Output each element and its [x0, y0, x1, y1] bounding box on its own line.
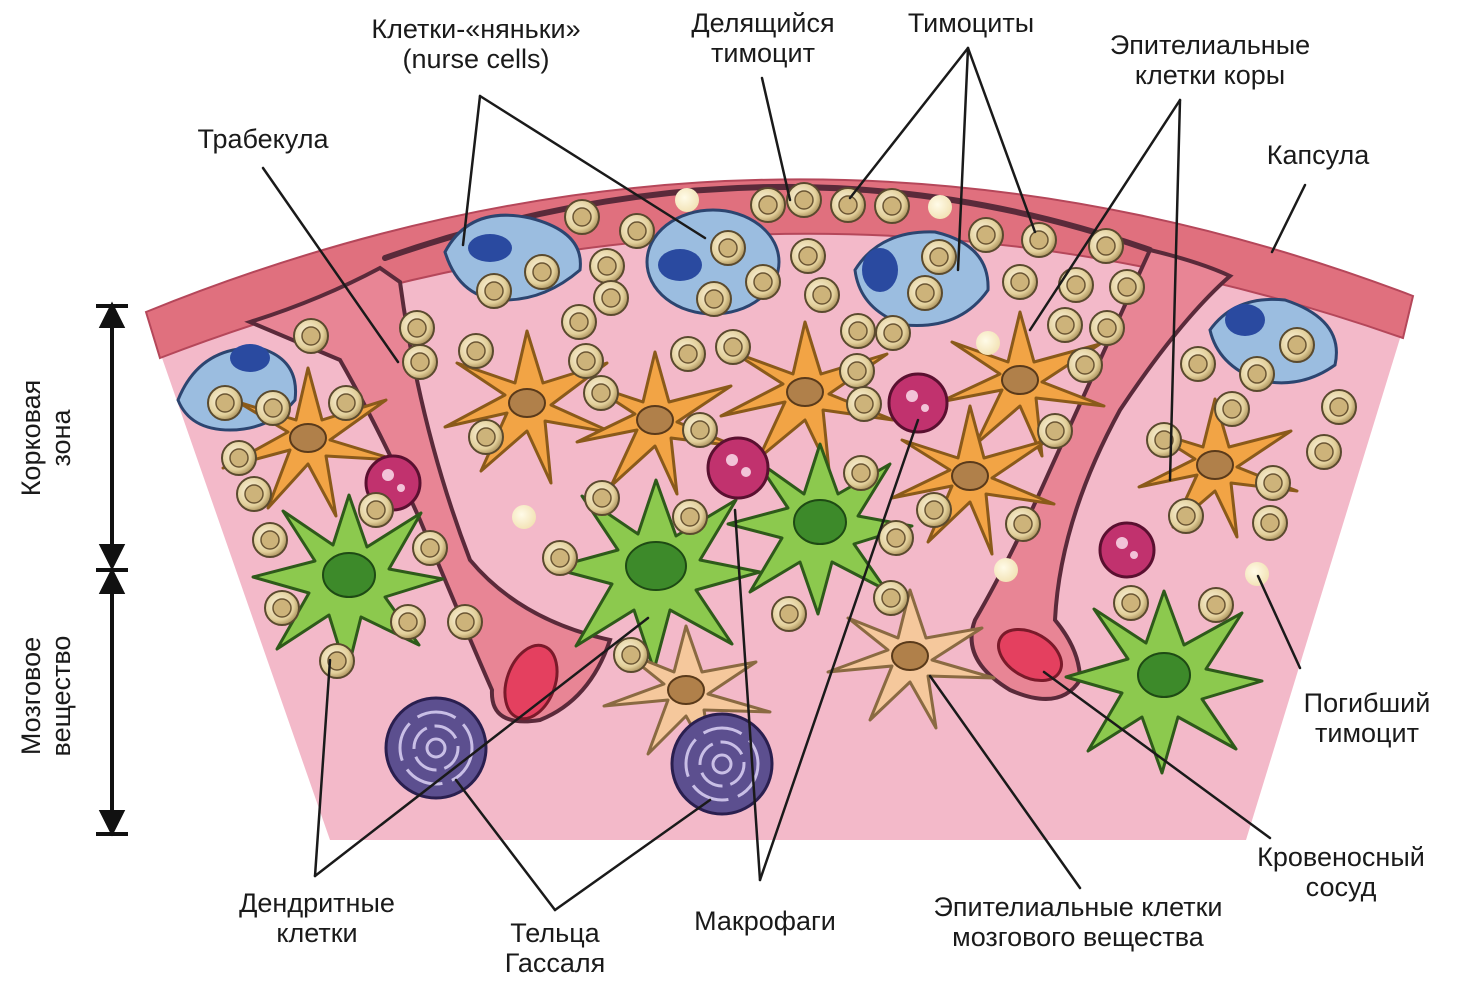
label-line: (nurse cells)	[326, 44, 626, 74]
label-line: Погибший	[1276, 688, 1458, 718]
label-line: клетки	[206, 918, 428, 948]
label-line: Клетки-«няньки»	[326, 14, 626, 44]
label-line: тимоцит	[1276, 718, 1458, 748]
label-thymocytes: Тимоциты	[876, 8, 1066, 38]
label-hassall-bodies: Тельца Гассаля	[476, 918, 634, 978]
label-line: Эпителиальные	[1070, 30, 1350, 60]
macrophage	[708, 438, 768, 498]
label-line: Делящийся	[656, 8, 870, 38]
label-line: Макрофаги	[660, 906, 870, 936]
label-line: Мозговое	[16, 616, 46, 776]
label-cortical-epithelial: Эпителиальные клетки коры	[1070, 30, 1350, 90]
label-medulla: Мозговое вещество	[16, 616, 76, 776]
label-line: Гассаля	[476, 948, 634, 978]
label-line: Кровеносный	[1224, 842, 1458, 872]
label-line: Тельца	[476, 918, 634, 948]
label-dead-thymocyte: Погибший тимоцит	[1276, 688, 1458, 748]
label-dendritic-cells: Дендритные клетки	[206, 888, 428, 948]
label-nurse-cells: Клетки-«няньки» (nurse cells)	[326, 14, 626, 74]
label-trabecula: Трабекула	[170, 124, 356, 154]
label-line: вещество	[46, 616, 76, 776]
label-line: мозгового вещества	[878, 922, 1278, 952]
label-line: Эпителиальные клетки	[878, 892, 1278, 922]
label-line: Капсула	[1236, 140, 1400, 170]
macrophage	[1100, 523, 1154, 577]
label-line: Дендритные	[206, 888, 428, 918]
label-line: Тимоциты	[876, 8, 1066, 38]
label-line: Корковая	[16, 358, 46, 518]
label-dividing-thymocyte: Делящийся тимоцит	[656, 8, 870, 68]
label-macrophages: Макрофаги	[660, 906, 870, 936]
label-line: тимоцит	[656, 38, 870, 68]
label-medullary-epithelial: Эпителиальные клетки мозгового вещества	[878, 892, 1278, 952]
label-line: зона	[46, 358, 76, 518]
label-line: клетки коры	[1070, 60, 1350, 90]
hassall-body	[672, 714, 772, 814]
zone-arrows	[96, 306, 128, 834]
label-line: Трабекула	[170, 124, 356, 154]
label-cortex-zone: Корковая зона	[16, 358, 76, 518]
label-capsule: Капсула	[1236, 140, 1400, 170]
